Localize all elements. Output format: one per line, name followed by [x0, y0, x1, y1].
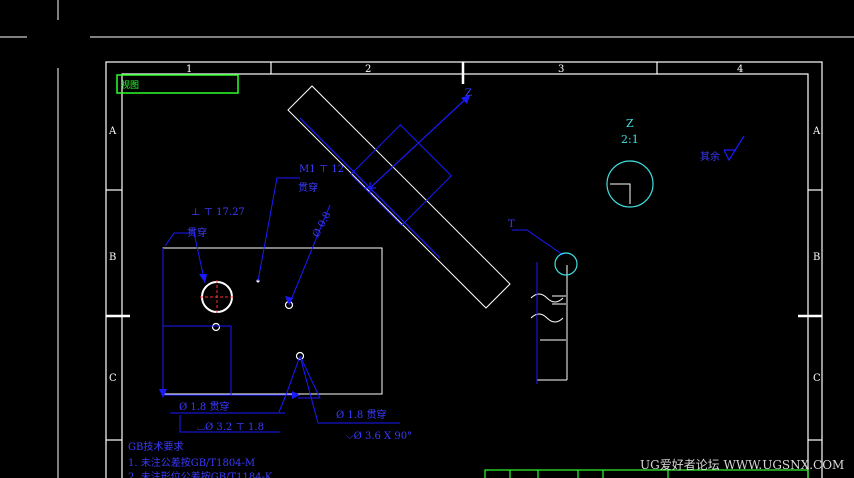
row-label-a-right: A: [812, 126, 821, 137]
small-hole-3[interactable]: [211, 322, 221, 332]
left-hole-counterbore: ⌴Ø 3.2 ⊤ 1.8: [197, 422, 264, 433]
view-title-box[interactable]: 视图: [116, 74, 239, 94]
notes-line-2: 2. 未注形位公差按GB/T1184-K: [128, 470, 273, 478]
hole-callout-depth: ⊥ ⊤ 17.27: [191, 207, 245, 218]
aux-view-arrow: [299, 94, 471, 259]
thread-callout: M1 ⊤ 12: [299, 164, 344, 175]
detail-view-circle[interactable]: [606, 160, 654, 208]
column-label-3: 3: [558, 64, 564, 75]
detail-view[interactable]: Z 2:1: [606, 117, 654, 208]
front-view-dimensions: [162, 177, 400, 433]
auxiliary-view[interactable]: Z: [287, 61, 534, 309]
section-letter: T: [508, 219, 515, 230]
detail-label: Z: [626, 117, 634, 130]
forum-watermark: UG爱好者论坛 WWW.UGSNX.COM: [640, 458, 844, 472]
right-hole-size: Ø 1.8 贯穿: [336, 408, 386, 421]
column-labels: 1 2 3 4: [186, 64, 743, 75]
row-label-b-right: B: [813, 252, 820, 263]
small-hole-2[interactable]: [295, 351, 305, 361]
column-label-4: 4: [737, 64, 743, 75]
aux-arrow-head: [461, 95, 470, 104]
column-label-2: 2: [365, 64, 371, 75]
surface-finish-symbol: 其余: [700, 135, 745, 163]
detail-scale: 2:1: [621, 133, 639, 146]
notes-line-1: 1. 未注公差按GB/T1804-M: [128, 456, 255, 469]
side-view[interactable]: T: [508, 219, 578, 384]
row-label-c-right: C: [813, 373, 821, 384]
view-arrow-letter: Z: [465, 88, 472, 99]
thread-callout-through: 贯穿: [298, 181, 318, 194]
left-hole-size: Ø 1.8 贯穿: [179, 400, 229, 413]
row-label-b: B: [109, 252, 116, 263]
view-title-label: 视图: [121, 79, 139, 91]
row-label-a: A: [108, 126, 117, 137]
dimension-arrows: [159, 274, 300, 399]
row-labels-right: A B C: [812, 126, 821, 384]
column-label-1: 1: [186, 64, 192, 75]
notes-heading: GB技术要求: [128, 440, 183, 453]
hole-callout-through: 贯穿: [187, 226, 207, 239]
part-outline[interactable]: [162, 247, 383, 395]
diameter-angled: Ø 0.8: [311, 210, 334, 239]
title-block: [484, 469, 809, 478]
right-hole-countersink: ⌵Ø 3.6 X 90°: [346, 431, 412, 442]
detail-circle[interactable]: [554, 252, 578, 276]
row-label-c: C: [109, 373, 117, 384]
technical-notes: GB技术要求 1. 未注公差按GB/T1804-M 2. 未注形位公差按GB/T…: [128, 440, 273, 478]
surface-finish-text: 其余: [700, 150, 720, 163]
aux-boss-outline: [350, 124, 453, 226]
hole-center-mark: [200, 280, 234, 314]
front-view[interactable]: [162, 247, 383, 395]
row-labels-left: A B C: [108, 126, 117, 384]
drawing-border: [105, 61, 823, 478]
aux-part-outline[interactable]: [287, 85, 511, 309]
